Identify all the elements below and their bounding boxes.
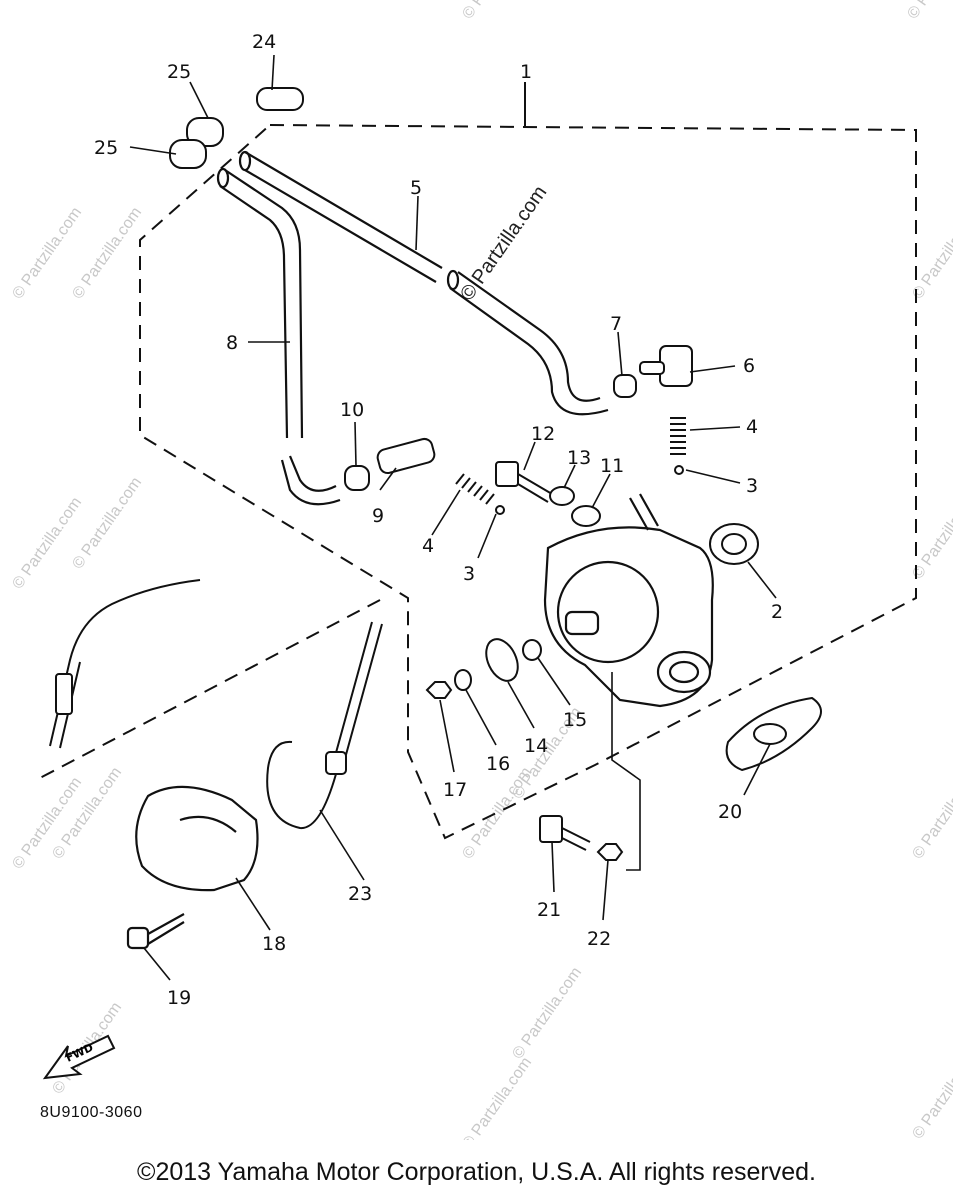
cable-part — [49, 579, 383, 830]
watermark: © Partzilla.com — [509, 964, 585, 1062]
watermark: © Partzilla.com — [9, 494, 85, 592]
callout-8: 8 — [226, 332, 238, 354]
callout-9: 9 — [372, 505, 384, 527]
callout-6: 6 — [743, 355, 755, 377]
callout-3: 3 — [746, 475, 758, 497]
watermark: © Partzilla.com — [69, 474, 145, 572]
watermark: © Partzilla.com — [459, 0, 535, 22]
callout-16: 16 — [486, 753, 510, 775]
leader-lines — [129, 54, 777, 981]
callout-1: 1 — [520, 61, 532, 83]
watermark: © Partzilla.com — [904, 0, 953, 22]
watermark: © Partzilla.com — [909, 1044, 953, 1140]
callout-17: 17 — [443, 779, 467, 801]
callout-20: 20 — [718, 801, 742, 823]
callout-24: 24 — [252, 31, 276, 53]
callout-2: 2 — [771, 601, 783, 623]
gasket-part — [725, 696, 822, 772]
washer-part — [425, 638, 542, 699]
callout-25b: 25 — [94, 137, 118, 159]
callout-23: 23 — [348, 883, 372, 905]
watermark: © Partzilla.com — [909, 764, 953, 862]
diagram-code: 8U9100-3060 — [40, 1104, 143, 1121]
copyright-notice: ©2013 Yamaha Motor Corporation, U.S.A. A… — [137, 1158, 816, 1186]
pump-cover-part — [126, 785, 259, 950]
hose-part — [238, 150, 609, 416]
assembly-boundary — [39, 124, 917, 840]
callout-labels: 1 2 3 3 4 4 5 6 7 8 9 10 11 12 13 14 15 … — [94, 31, 783, 1009]
watermark: © Partzilla.com — [459, 1054, 535, 1140]
bolt-part — [495, 461, 759, 565]
callout-15: 15 — [563, 709, 587, 731]
callout-19: 19 — [167, 987, 191, 1009]
callout-11: 11 — [600, 455, 624, 477]
fitting-part — [613, 345, 693, 398]
oil-pump-body — [543, 493, 714, 708]
fitting-part — [344, 437, 436, 491]
watermarks: © Partzilla.com © Partzilla.com © Partzi… — [9, 0, 953, 1140]
callout-7: 7 — [610, 313, 622, 335]
hose-part — [216, 167, 341, 506]
callout-4: 4 — [746, 416, 758, 438]
spring-part — [455, 417, 686, 515]
clamp-part — [169, 87, 304, 169]
callout-22: 22 — [587, 928, 611, 950]
callout-10: 10 — [340, 399, 364, 421]
callout-14: 14 — [524, 735, 548, 757]
center-watermark: © Partzilla.com — [456, 182, 551, 305]
callout-13: 13 — [567, 447, 591, 469]
callout-25: 25 — [167, 61, 191, 83]
callout-3b: 3 — [463, 563, 475, 585]
callout-21: 21 — [537, 899, 561, 921]
callout-4b: 4 — [422, 535, 434, 557]
bolt-part — [539, 815, 624, 861]
callout-18: 18 — [262, 933, 286, 955]
callout-12: 12 — [531, 423, 555, 445]
exploded-parts-diagram: © Partzilla.com © Partzilla.com © Partzi… — [9, 0, 953, 1140]
callout-5: 5 — [410, 177, 422, 199]
